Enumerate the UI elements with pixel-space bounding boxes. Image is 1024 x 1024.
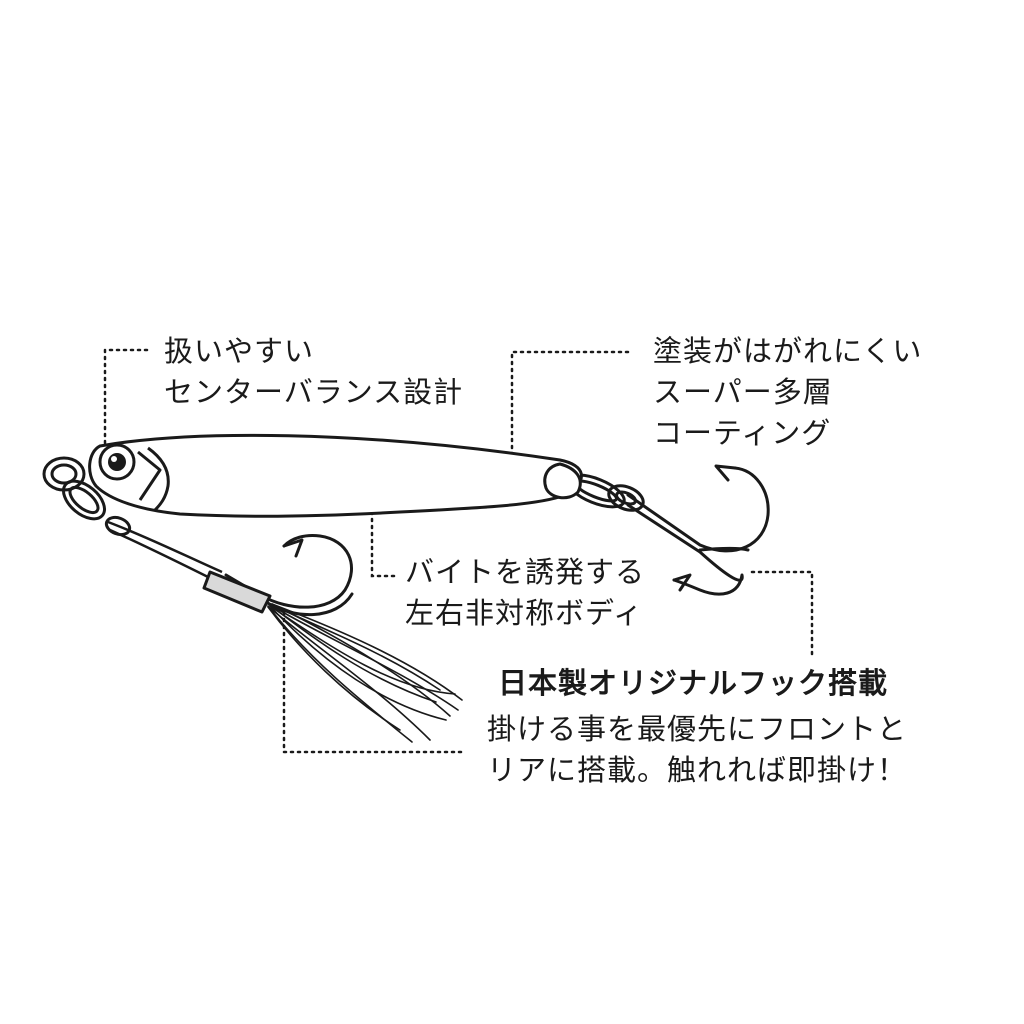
jig-body [88,433,583,518]
callout-hooks-title: 日本製オリジナルフック搭載 [498,666,889,700]
rear-treble-hook [626,464,770,596]
leader-center-balance [103,348,152,452]
gill-chevron [137,450,162,501]
callout-center-balance: 扱いやすい センターバランス設計 [164,331,463,413]
front-assist-hook [224,534,354,617]
leader-front-hook [282,610,464,754]
jig-body-outline [88,433,583,518]
leader-rear-hook [750,570,814,660]
feather-skirt [267,603,463,743]
assist-line [107,520,223,584]
rear-eyelet [543,462,582,500]
leader-lines [103,348,814,754]
eye-icon [98,443,136,481]
callout-hooks-line1: 掛ける事を最優先にフロントと [487,712,908,746]
hook-sleeve [202,570,272,614]
callout-coating: 塗装がはがれにくい スーパー多層 コーティング [653,331,922,454]
callout-coating-line1: 塗装がはがれにくい [653,334,923,368]
callout-center-balance-line2: センターバランス設計 [164,375,464,409]
callout-asymmetric-body-line1: バイトを誘発する [405,555,646,589]
callout-asymmetric-body-line2: 左右非対称ボディ [405,596,643,630]
callout-hooks-line2: リアに搭載。触れれば即掛け！ [487,753,908,787]
gill-line [147,446,170,512]
leader-asymmetric-body [370,510,397,578]
callout-center-balance-line1: 扱いやすい [164,334,315,368]
callout-coating-line3: コーティング [653,416,832,450]
callout-coating-line2: スーパー多層 [653,375,833,409]
leader-coating [510,350,630,457]
callout-hooks: 掛ける事を最優先にフロントと リアに搭載。触れれば即掛け！ [487,709,907,791]
callout-asymmetric-body: バイトを誘発する 左右非対称ボディ [405,552,645,634]
